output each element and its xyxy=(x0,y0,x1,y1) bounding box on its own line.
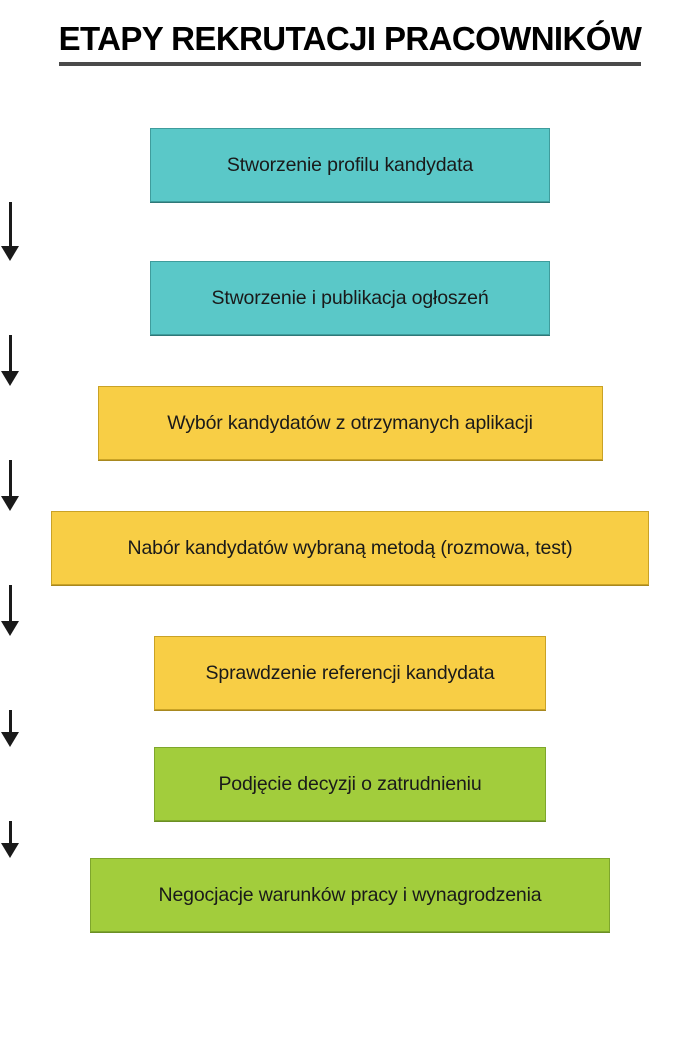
arrow-shaft xyxy=(8,821,12,844)
arrow-shaft xyxy=(8,710,12,733)
arrow-head-icon xyxy=(1,371,19,386)
arrow-head-icon xyxy=(1,246,19,261)
flow-node-1[interactable]: Stworzenie profilu kandydata xyxy=(150,128,550,202)
flow-node-2[interactable]: Stworzenie i publikacja ogłoszeń xyxy=(150,261,550,335)
flow-step-5: Sprawdzenie referencji kandydata xyxy=(0,636,700,710)
arrow-shaft xyxy=(8,202,12,247)
title-container: ETAPY REKRUTACJI PRACOWNIKÓW xyxy=(0,21,700,66)
arrow-head-icon xyxy=(1,621,19,636)
flow-step-1: Stworzenie profilu kandydata xyxy=(0,128,700,202)
flow-step-4: Nabór kandydatów wybraną metodą (rozmowa… xyxy=(0,511,700,585)
arrow-connector-5-to-6 xyxy=(0,710,20,747)
flow-step-3: Wybór kandydatów z otrzymanych aplikacji xyxy=(0,386,700,460)
flow-node-6[interactable]: Podjęcie decyzji o zatrudnieniu xyxy=(154,747,546,821)
arrow-connector-1-to-2 xyxy=(0,202,20,261)
arrow-connector-3-to-4 xyxy=(0,460,20,511)
arrow-connector-6-to-7 xyxy=(0,821,20,858)
page-title: ETAPY REKRUTACJI PRACOWNIKÓW xyxy=(58,21,642,66)
arrow-head-icon xyxy=(1,843,19,858)
flow-node-3[interactable]: Wybór kandydatów z otrzymanych aplikacji xyxy=(97,386,603,460)
flow-step-6: Podjęcie decyzji o zatrudnieniu xyxy=(0,747,700,821)
flow-step-2: Stworzenie i publikacja ogłoszeń xyxy=(0,261,700,335)
arrow-connector-4-to-5 xyxy=(0,585,20,636)
arrow-connector-2-to-3 xyxy=(0,335,20,386)
arrow-shaft xyxy=(8,585,12,622)
arrow-shaft xyxy=(8,460,12,497)
arrow-head-icon xyxy=(1,732,19,747)
flow-node-7[interactable]: Negocjacje warunków pracy i wynagrodzeni… xyxy=(90,858,610,932)
flow-node-5[interactable]: Sprawdzenie referencji kandydata xyxy=(154,636,546,710)
flow-step-7: Negocjacje warunków pracy i wynagrodzeni… xyxy=(0,858,700,932)
flow-node-4[interactable]: Nabór kandydatów wybraną metodą (rozmowa… xyxy=(51,511,649,585)
arrow-head-icon xyxy=(1,496,19,511)
arrow-shaft xyxy=(8,335,12,372)
